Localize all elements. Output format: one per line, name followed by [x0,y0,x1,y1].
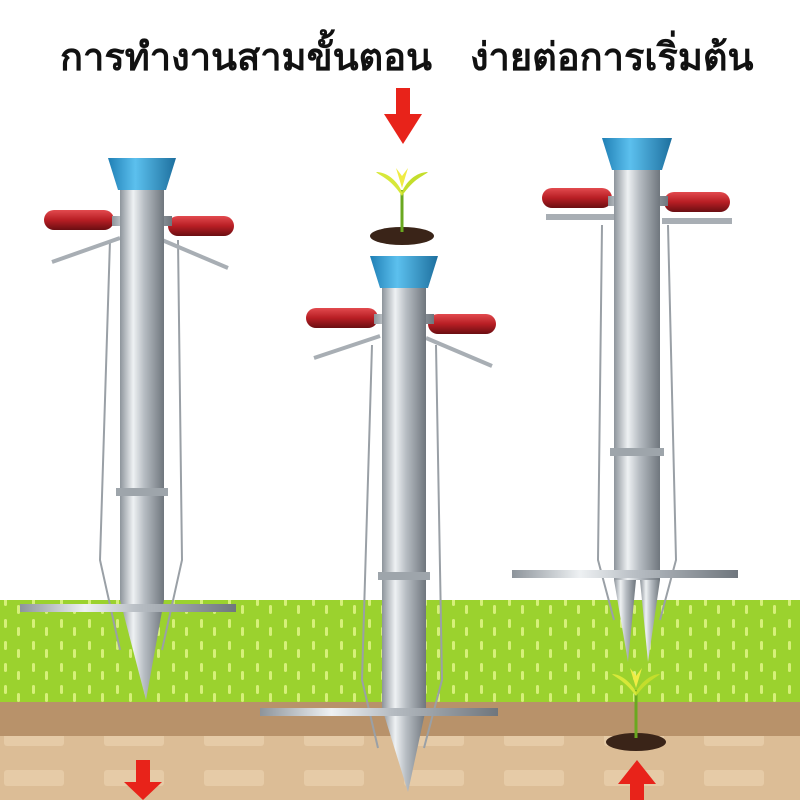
main-tube [382,268,426,708]
soil-clump [370,227,434,245]
handle-grip-left [44,210,114,230]
main-tube [120,170,164,600]
seed-cup [370,256,438,288]
handle-grip-right [664,192,730,212]
handle-grip-left [306,308,378,328]
seedling-icon [612,674,636,696]
headline-easy-start: ง่ายต่อการเริ่มต้น [470,35,754,79]
down-arrow-icon [124,782,162,800]
foot-bar [20,604,236,612]
down-arrow-top [384,88,422,144]
seedling-top [370,168,434,245]
handle-grip-right [428,314,496,334]
foot-bar [260,708,498,716]
planter-right [512,138,738,662]
seed-cup [602,138,672,170]
down-arrow-bottom [124,760,162,800]
jaw-right [640,580,660,662]
seed-cup [108,158,176,190]
jaw-left [614,580,636,662]
planter-left [20,158,236,700]
cone-tip [120,600,164,700]
seedling-planted [606,668,666,751]
up-arrow-bottom [618,760,656,800]
seedling-icon [376,172,402,196]
down-arrow-icon [384,114,422,144]
planter-middle [260,256,498,792]
headline-three-steps: การทำงานสามขั้นตอน [60,35,433,79]
soil-clump [606,733,666,751]
handle-grip-left [542,188,612,208]
cone-tip [382,708,426,792]
handle-grip-right [168,216,234,236]
main-tube [614,150,660,580]
foot-bar [512,570,738,578]
up-arrow-icon [618,760,656,784]
